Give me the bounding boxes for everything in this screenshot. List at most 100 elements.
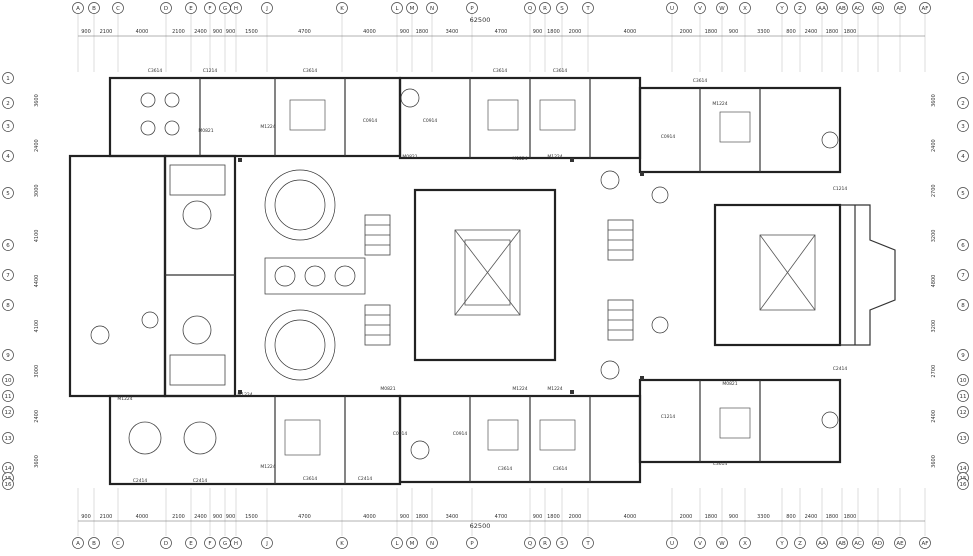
axis-label: W [719,541,725,547]
dimension-text: 900 [729,29,739,35]
axis-label: P [470,541,474,547]
axis-label: AF [922,541,929,547]
dimension-text: 900 [729,514,739,520]
axis-label: 2 [961,101,965,107]
axis-bubble [957,269,969,281]
dimension-text: 3600 [931,455,937,468]
window-tag: C3614 [553,466,568,472]
dimension-text: 2400 [34,139,40,152]
window-tag: C3614 [493,68,508,74]
window-tag: C1214 [833,186,848,192]
axis-label: 4 [6,154,10,160]
axis-label: AF [922,6,929,12]
dimension-text: 3600 [34,94,40,107]
dimension-text: 800 [786,514,796,520]
axis-label: AD [874,541,882,547]
axis-label: H [234,6,238,12]
axis-label: 6 [961,243,965,249]
axis-label: J [265,541,268,547]
dimension-text: 2100 [172,29,185,35]
dimension-text: 2000 [569,29,582,35]
axis-bubble [2,406,14,418]
axis-label: 1 [6,76,10,82]
axis-label: B [92,541,96,547]
dimension-text: 2400 [194,29,207,35]
axis-label: 8 [6,303,10,309]
axis-label: E [189,541,193,547]
axis-bubble [739,2,751,14]
dimension-text: 900 [400,514,410,520]
axis-bubble [185,537,197,549]
axis-bubble [72,2,84,14]
door-tag: M1224 [512,156,527,162]
dimension-text: 2700 [931,365,937,378]
axis-bubble [836,537,848,549]
axis-label: Y [779,6,784,12]
dimension-text: 3600 [34,455,40,468]
axis-label: X [743,6,747,12]
axis-label: V [698,541,702,547]
axis-label: AE [896,541,904,547]
axis-bubble [88,537,100,549]
window-tag: C3614 [693,78,708,84]
dimension-text: 1800 [547,514,560,520]
axis-label: 4 [961,154,965,160]
axis-bubble [957,150,969,162]
inner-walls [165,78,896,484]
window-tag: C3614 [553,68,568,74]
dimension-text: 1800 [416,514,429,520]
axis-label: 5 [6,191,10,197]
axis-bubble [582,2,594,14]
axis-bubble [739,537,751,549]
dimension-text: 1800 [705,514,718,520]
axis-bubble [230,2,242,14]
dimension-text: 2000 [680,29,693,35]
axis-bubble [694,2,706,14]
axis-bubble [160,537,172,549]
dimension-text: 3000 [34,184,40,197]
axis-bubble [72,537,84,549]
axis-bubble [2,299,14,311]
axis-bubble [2,374,14,386]
axis-bubble [894,2,906,14]
axis-label: 16 [5,482,12,488]
axis-bubble [716,2,728,14]
axis-bubble [919,2,931,14]
courtyard-trees [90,88,839,460]
axis-label: AB [838,6,846,12]
axis-bubble [716,537,728,549]
axis-label: G [223,541,227,547]
axis-bubble [556,537,568,549]
axis-bubble [160,2,172,14]
axis-label: Q [528,541,533,547]
axis-bubble [776,2,788,14]
axis-label: M [410,541,415,547]
axis-label: A [76,541,80,547]
axis-bubble [872,2,884,14]
dimension-text: 900 [213,29,223,35]
axis-bubble [852,2,864,14]
axis-bubble [204,537,216,549]
window-tag: C0914 [661,134,676,140]
axis-label: S [560,6,564,12]
axis-bubble [2,269,14,281]
dimension-text: 4700 [298,514,311,520]
axis-label: P [470,6,474,12]
axis-label: L [395,541,399,547]
axis-label: 8 [961,303,965,309]
axis-label: L [395,6,399,12]
axis-label: AA [818,6,826,12]
axis-label: 3 [961,124,965,130]
axis-left: 1234567891011121314151636002400300041004… [2,72,40,490]
axis-label: 5 [961,191,965,197]
axis-bubble [2,150,14,162]
axis-bubble [88,2,100,14]
dimension-text: 4000 [363,514,376,520]
dimension-text: 2400 [931,410,937,423]
axis-label: X [743,541,747,547]
dimension-text: 4100 [34,320,40,333]
bed-furniture [284,99,751,456]
axis-label: N [430,541,434,547]
